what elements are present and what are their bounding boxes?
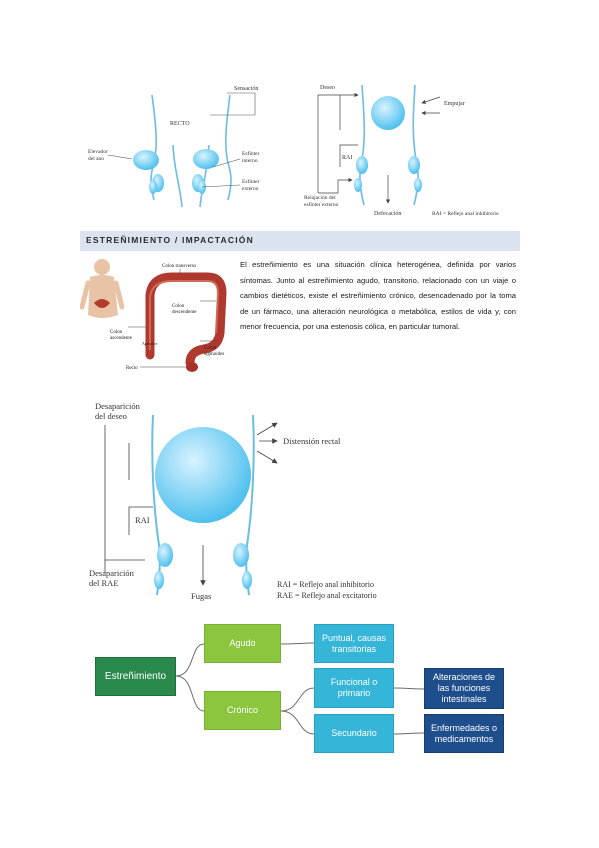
- label-deseo: Deseo: [320, 85, 335, 91]
- section-title: ESTREÑIMIENTO / IMPACTACIÓN: [86, 235, 254, 245]
- body-silhouette: [80, 259, 125, 318]
- label-rae-definition: RAE = Reflejo anal excitatorio: [277, 591, 377, 600]
- node-funcional: Funcional o primario: [314, 668, 394, 708]
- label-empujar: Empujar: [444, 101, 465, 107]
- node-enfermedades: Enfermedades o medicamentos: [424, 714, 504, 753]
- node-secundario: Secundario: [314, 714, 394, 753]
- label-rai: RAI: [135, 515, 150, 525]
- label-defecacion: Defecación: [374, 210, 401, 217]
- node-estrenimiento: Estreñimiento: [95, 657, 176, 696]
- label-recto: RECTO: [170, 121, 190, 127]
- colon-shape: [145, 272, 227, 368]
- label-rai-definition: RAI = Reflejo anal inhibitorio: [277, 580, 374, 589]
- node-cronico: Crónico: [204, 691, 281, 730]
- elevator-muscle-left: [133, 150, 159, 170]
- node-alteraciones: Alteraciones de las funciones intestinal…: [424, 668, 504, 709]
- section-header-bar: [80, 231, 520, 251]
- distended-rectum-ball: [155, 427, 251, 523]
- node-puntual: Puntual, causas transitorias: [314, 624, 394, 663]
- label-distension-rectal: Distensión rectal: [283, 436, 341, 446]
- label-sensacion: Sensación: [234, 86, 258, 92]
- label-rai: RAI: [342, 155, 352, 161]
- rectal-ball: [371, 96, 405, 130]
- label-apendice: Apéndice: [142, 341, 158, 346]
- label-rai-definition: RAI = Reflejo anal inhibitorio: [432, 210, 499, 217]
- label-recto: Recto: [126, 366, 138, 371]
- label-fugas: Fugas: [191, 591, 211, 601]
- constipation-paragraph: El estreñimiento es una situación clínic…: [240, 260, 516, 332]
- node-agudo: Agudo: [204, 624, 281, 663]
- elevator-muscle-right: [193, 149, 219, 169]
- label-colon-transverso: Colon transverso: [162, 264, 197, 269]
